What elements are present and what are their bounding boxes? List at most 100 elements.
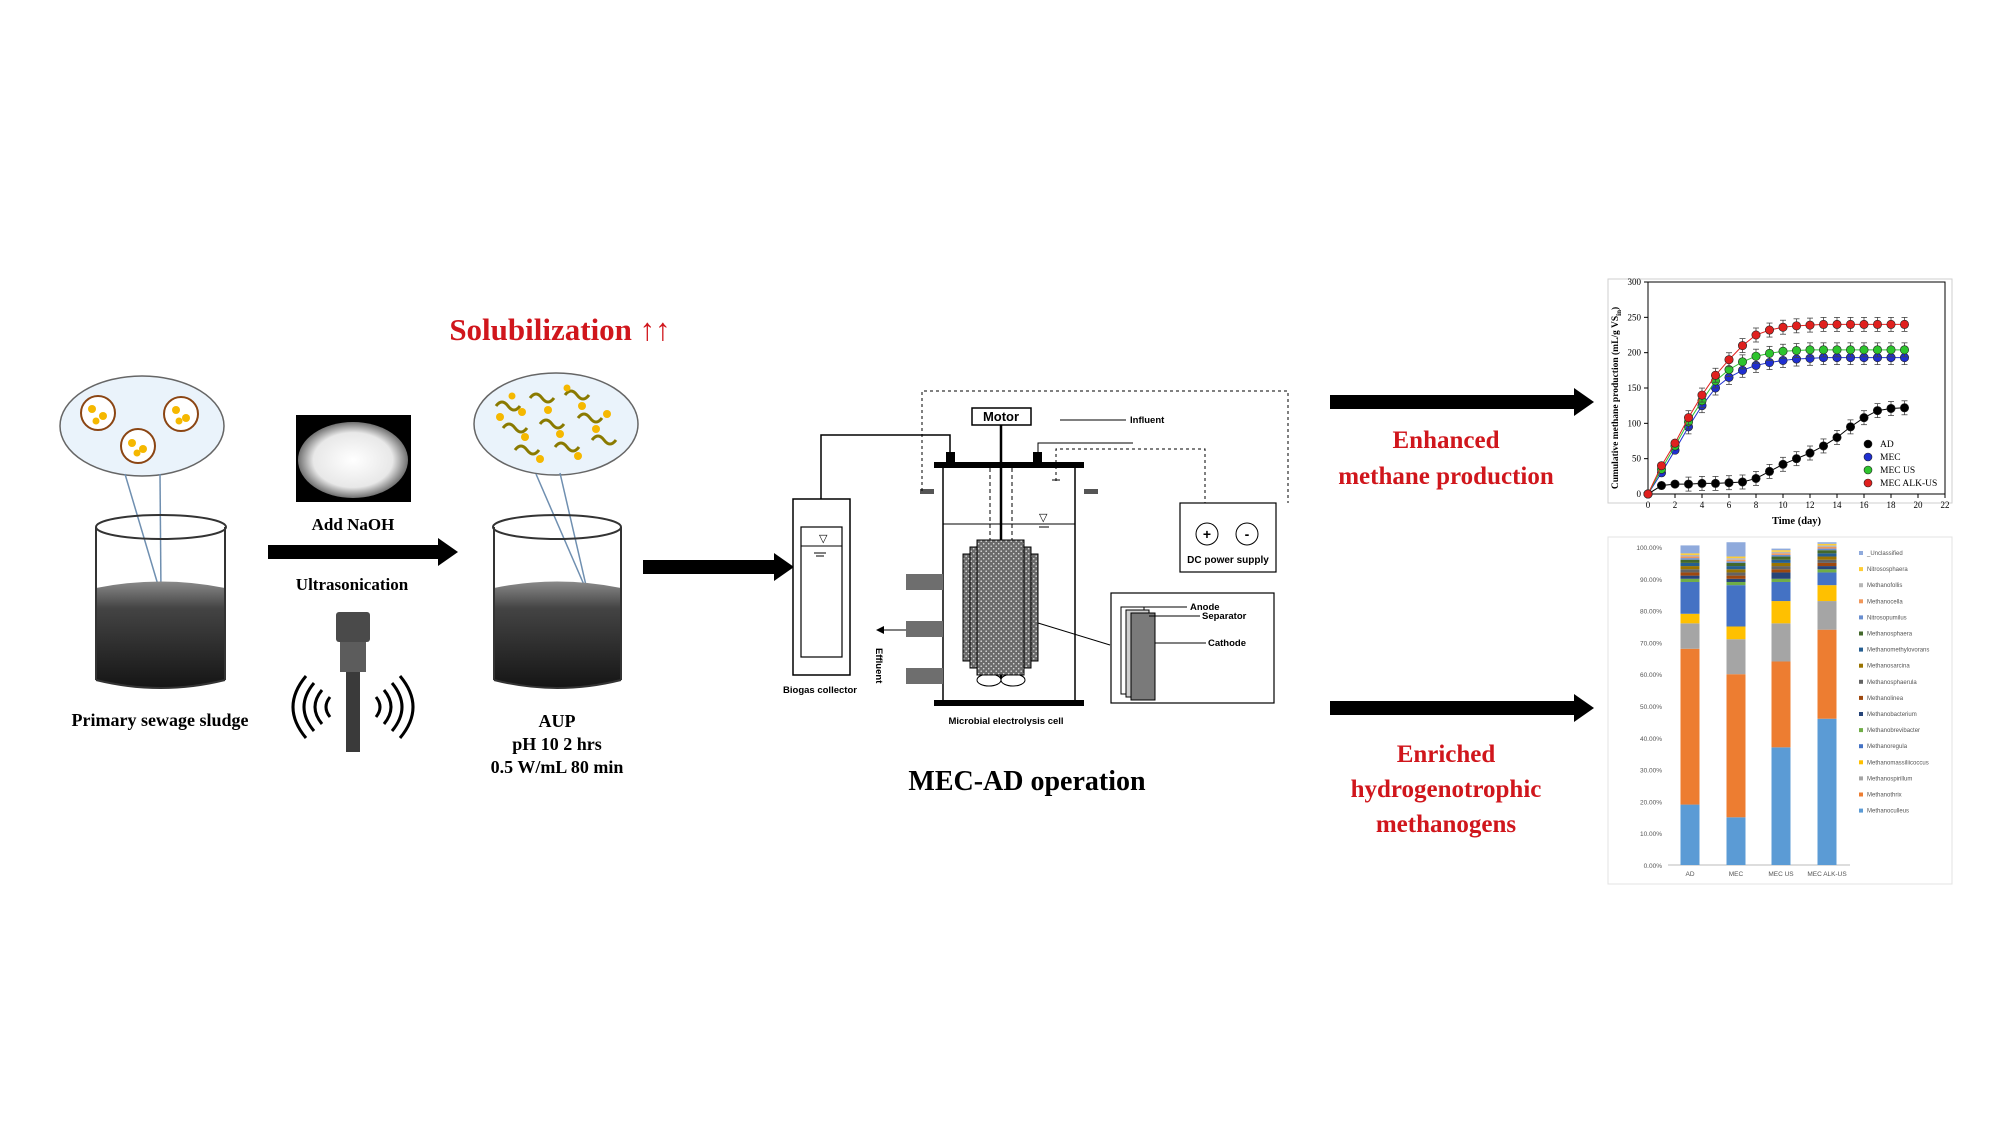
data-point (1832, 345, 1842, 355)
y-tick-label: 20.00% (1640, 799, 1662, 806)
y-tick-label: 60.00% (1640, 672, 1662, 679)
y-tick-label: 50.00% (1640, 704, 1662, 711)
bar-segment (1771, 572, 1791, 579)
bar-segment (1817, 569, 1837, 573)
bar-segment (1726, 572, 1746, 576)
bar-segment (1680, 558, 1700, 560)
legend-label: Methanospirillum (1867, 776, 1912, 782)
data-point (1886, 319, 1896, 329)
bar-segment (1726, 561, 1746, 563)
bar-segment (1771, 581, 1791, 602)
legend-swatch (1859, 631, 1863, 636)
data-point (1697, 390, 1707, 400)
legend-label: Methanobrevibacter (1867, 728, 1920, 734)
bar-segment (1771, 569, 1791, 573)
x-tick-label: AD (1685, 871, 1694, 878)
legend-label: Nitrosopumilus (1867, 615, 1907, 621)
naoh-label: Add NaOH (312, 515, 395, 534)
bar-segment (1817, 550, 1837, 554)
data-point (1900, 403, 1910, 413)
bar-segment (1726, 542, 1746, 557)
bar-segment (1817, 718, 1837, 865)
legend-label: Methanosarcina (1867, 664, 1910, 670)
reactor-title: MEC-AD operation (908, 766, 1146, 797)
bar-segment (1726, 674, 1746, 818)
bar-segment (1680, 578, 1700, 582)
data-point (1900, 319, 1910, 329)
x-tick-label: 12 (1806, 500, 1815, 510)
y-tick-label: 250 (1628, 312, 1642, 322)
bar-segment (1680, 545, 1700, 554)
bar-segment (1680, 553, 1700, 555)
data-point (1819, 345, 1829, 355)
y-tick-label: 10.00% (1640, 831, 1662, 838)
data-point (1738, 477, 1748, 487)
floc-particle (163, 396, 199, 432)
legend-label: MEC US (1880, 466, 1915, 476)
y-tick-label: 100.00% (1636, 545, 1662, 552)
bar-segment (1726, 562, 1746, 567)
bar-segment (1817, 547, 1837, 549)
legend-marker (1863, 452, 1873, 462)
data-point (1819, 319, 1829, 329)
cathode-label: Cathode (1208, 638, 1246, 649)
aup-condition-power: 0.5 W/mL 80 min (491, 757, 624, 777)
bar-segment (1726, 578, 1746, 582)
bar-segment (1817, 556, 1837, 560)
y-tick-label: 0.00% (1644, 863, 1663, 870)
methanogen-outcome-line-1: Enriched (1397, 741, 1496, 768)
y-tick-label: 50 (1632, 454, 1642, 464)
bar-segment (1817, 572, 1837, 586)
dc-power-label: DC power supply (1187, 555, 1269, 566)
bar-segment (1771, 578, 1791, 582)
legend-label: MEC (1880, 453, 1901, 463)
ultrasonication-label: Ultrasonication (296, 575, 409, 594)
sludge-liquid (96, 581, 225, 688)
y-tick-label: 30.00% (1640, 768, 1662, 775)
data-point (1751, 351, 1761, 361)
naoh-image (296, 415, 411, 502)
bar-segment (1680, 623, 1700, 649)
bar-segment (1680, 566, 1700, 570)
data-point (1832, 319, 1842, 329)
x-tick-label: 0 (1646, 500, 1651, 510)
legend-label: MEC ALK-US (1880, 479, 1937, 489)
legend-swatch (1859, 760, 1863, 765)
floc-particle (80, 395, 116, 431)
legend-swatch (1859, 663, 1863, 668)
bar-segment (1726, 585, 1746, 627)
bar-segment (1817, 601, 1837, 630)
legend-swatch (1859, 599, 1863, 604)
legend-label: Methanocella (1867, 599, 1903, 605)
data-point (1832, 432, 1842, 442)
bar-segment (1817, 543, 1837, 546)
bar-segment (1680, 569, 1700, 573)
y-tick-label: 90.00% (1640, 577, 1662, 584)
methanogen-arrow (1330, 694, 1594, 722)
x-tick-label: 18 (1887, 500, 1897, 510)
x-tick-label: 4 (1700, 500, 1705, 510)
bar-segment (1680, 648, 1700, 805)
y-tick-label: 150 (1628, 383, 1642, 393)
data-point (1819, 441, 1829, 451)
data-point (1859, 345, 1869, 355)
bar-segment (1771, 559, 1791, 563)
bar-segment (1680, 575, 1700, 579)
methanogen-outcome-line-2: hydrogenotrophic (1351, 776, 1542, 803)
data-point (1657, 481, 1667, 491)
bar-segment (1817, 559, 1837, 563)
x-tick-label: 2 (1673, 500, 1678, 510)
data-point (1792, 321, 1802, 331)
bar-segment (1771, 554, 1791, 557)
pretreated-liquid (494, 581, 621, 688)
legend-marker (1863, 439, 1873, 449)
legend-marker (1863, 465, 1873, 475)
floc-particle (120, 428, 156, 464)
legend-swatch (1859, 551, 1863, 555)
bar-segment (1817, 548, 1837, 551)
x-tick-label: 8 (1754, 500, 1759, 510)
data-point (1765, 348, 1775, 358)
methane-arrow (1330, 388, 1594, 416)
x-tick-label: 16 (1860, 500, 1870, 510)
